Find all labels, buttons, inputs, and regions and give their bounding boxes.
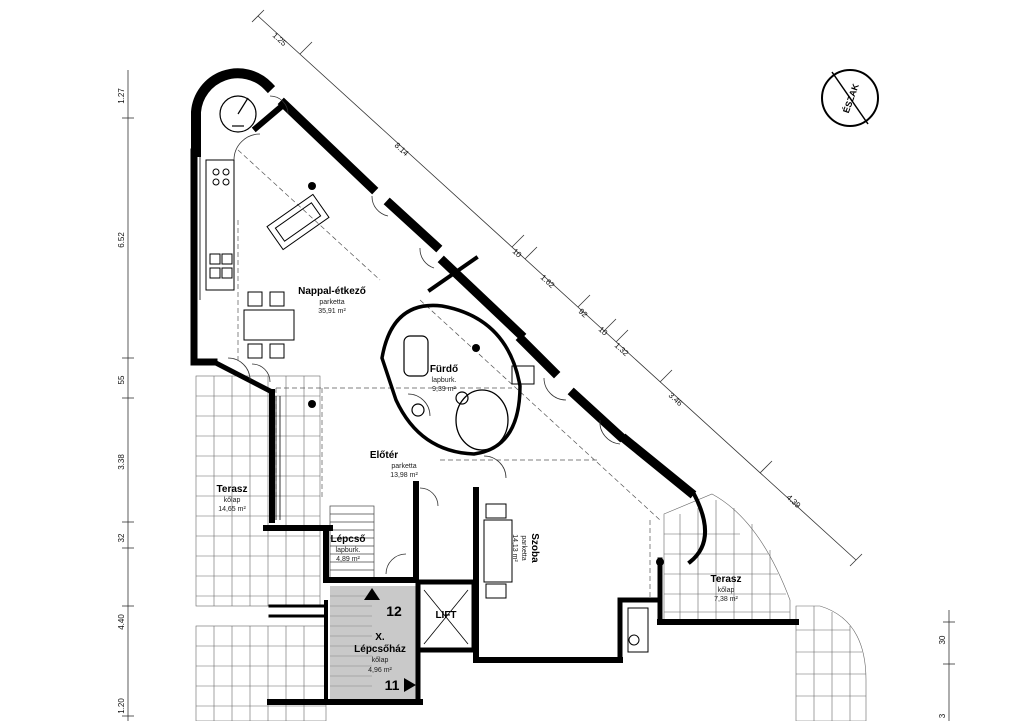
dim-top-d: 1.62 [539,273,557,290]
room-name: Terasz [217,484,248,495]
room-eloter-label: Előtér parketta 13,98 m² [370,450,419,479]
room-area: 13,98 m² [390,472,418,479]
terrace-left-tiles [195,375,321,607]
room-area: 14,13 m² [511,534,518,562]
terrace-left-lower-tiles [195,625,327,721]
room-name-line2: Lépcsőház [354,644,406,655]
room-name-line1: X. [375,632,385,643]
dim-top-e: 92 [577,307,590,320]
dim-left-g: 1.20 [117,698,126,714]
stair-arrows [364,588,416,692]
dim-left-f: 4.40 [117,614,126,630]
diagonal-dimension-line [251,9,863,567]
dim-right-b: 3 [938,713,947,718]
door-swings [227,95,621,575]
room-floor: kőlap [224,497,241,504]
terrace-far-right-tiles [795,605,867,721]
columns [308,182,664,566]
room-floor: parketta [391,463,416,470]
room-floor: parketta [319,299,344,306]
right-dimension-line [943,610,955,721]
dim-left-c: 55 [117,375,126,384]
room-name: Nappal-étkező [298,286,366,297]
room-szoba-label: Szoba parketta 14,13 m² [511,533,540,563]
room-nappali-label: Nappal-étkező parketta 35,91 m² [298,286,366,315]
lift-cross [423,589,469,645]
kitchen-counter [205,159,235,291]
dim-left-d: 3.38 [117,454,126,470]
dim-top-a: 1.25 [271,31,289,48]
room-floor: kőlap [718,587,735,594]
room-area: 4,96 m² [368,667,392,674]
room-name: Lépcső [330,534,365,545]
room-floor: lapburk. [336,547,361,554]
dim-left-a: 1.27 [117,88,126,104]
room-area: 9,39 m² [432,386,456,393]
furniture [243,193,649,653]
room-terasz-right-label: Terasz kőlap 7,38 m² [711,574,742,603]
dim-top-i: 4.39 [785,493,803,510]
room-lepcsohaz-label: X. Lépcsőház kőlap 4,96 m² [354,632,406,674]
room-area: 14,65 m² [218,506,246,513]
room-name: Előtér [370,450,398,461]
stair-number-lower: 11 [385,677,400,693]
dim-left-b: 6.52 [117,232,126,248]
window-strip [199,150,281,520]
room-furdo-label: Fürdő lapburk. 9,39 m² [430,364,458,393]
walls [190,68,799,705]
room-terasz-left-label: Terasz kőlap 14,65 m² [217,484,248,513]
lift-label: LIFT [435,610,456,621]
room-area: 4,89 m² [336,556,360,563]
room-area: 7,38 m² [714,596,738,603]
north-arrow: ÉSZAK [821,69,879,127]
stair-number-upper: 12 [386,603,402,619]
dim-right-a: 30 [938,635,947,644]
overhead-dashed-lines [237,149,661,600]
dim-top-c: 10 [511,247,524,260]
room-floor: lapburk. [432,377,457,384]
dim-left-e: 32 [117,533,126,542]
bathroom-oval [380,303,522,456]
room-name: Szoba [529,533,540,563]
room-area: 35,91 m² [318,308,346,315]
terrace-right-tiles [663,493,791,625]
stairwell-fill [330,586,418,702]
room-name: Terasz [711,574,742,585]
dim-top-b: 8.14 [393,141,411,158]
tower-spiral [219,95,257,133]
room-lepcso-label: Lépcső lapburk. 4,89 m² [330,534,365,563]
dim-top-g: 1.32 [613,341,631,358]
room-floor: parketta [520,535,527,560]
dim-top-h: 3.46 [667,391,685,408]
room-name: Fürdő [430,364,458,375]
left-dimension-line [122,70,134,721]
room-floor: kőlap [372,657,389,664]
